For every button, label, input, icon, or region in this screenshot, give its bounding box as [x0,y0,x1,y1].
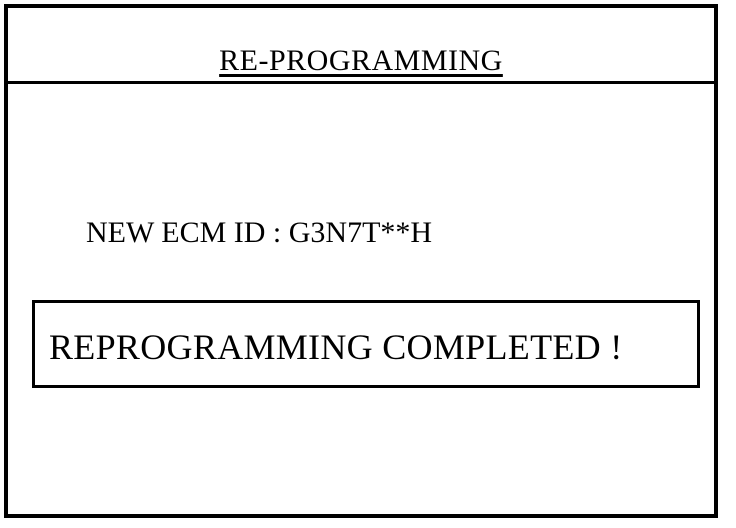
status-message-box: REPROGRAMMING COMPLETED ! [32,300,700,388]
title-bar: RE-PROGRAMMING [8,8,714,84]
status-message: REPROGRAMMING COMPLETED ! [49,327,623,367]
new-ecm-id-text: NEW ECM ID : G3N7T**H [86,216,433,249]
page-title: RE-PROGRAMMING [219,44,503,77]
scan-tool-screen: RE-PROGRAMMING NEW ECM ID : G3N7T**H REP… [4,4,718,518]
